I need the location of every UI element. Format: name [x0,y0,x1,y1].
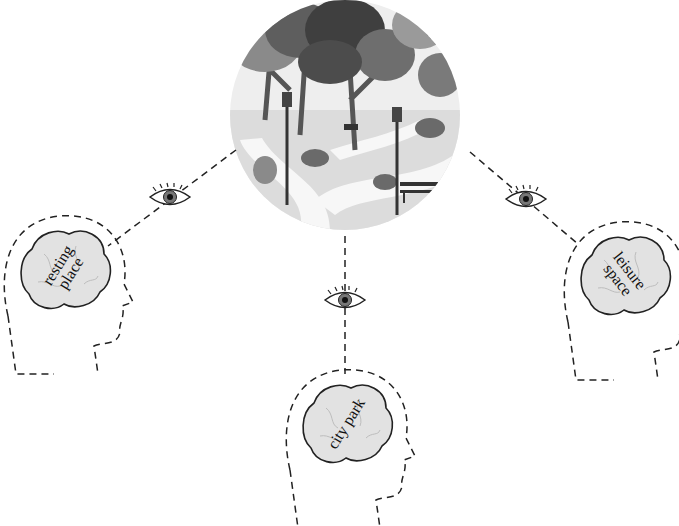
brain-node: resting place [14,224,114,314]
eye-icon [325,286,365,308]
brain-node: city park [296,378,396,468]
head-outline [4,216,133,374]
park-illustration [227,0,462,230]
eye-icon [506,185,546,207]
head-outline [564,222,679,380]
leader-line [108,150,578,374]
head-outline [286,370,415,526]
brain-node: leisure space [574,230,674,320]
eye-icon [150,183,190,205]
